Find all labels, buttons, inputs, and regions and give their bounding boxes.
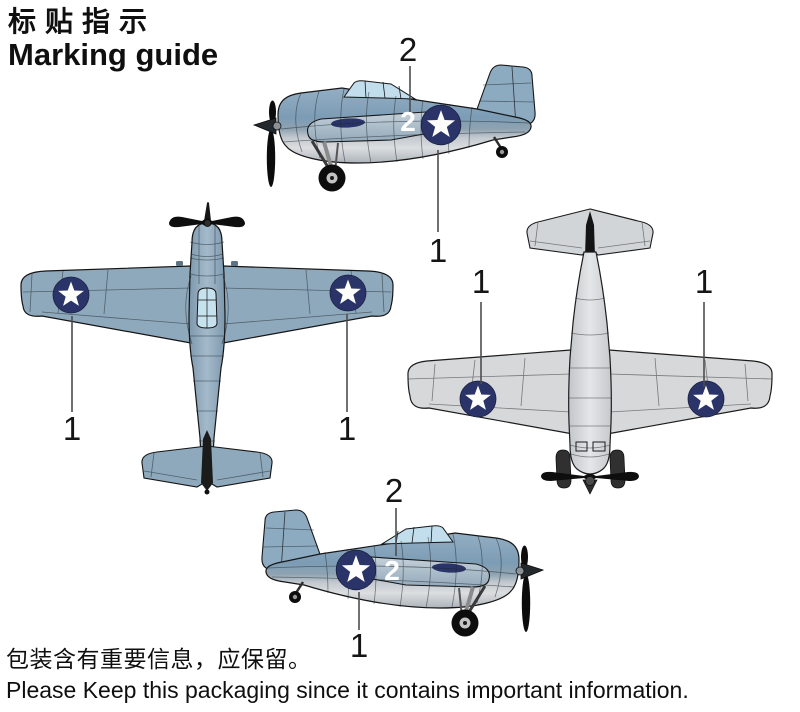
tail-fin — [201, 430, 213, 491]
propeller — [169, 202, 245, 228]
star-roundel-decal — [329, 274, 367, 312]
fuselage-number-decal: 2 — [384, 555, 400, 586]
side-profile-art-mirrored — [262, 510, 543, 637]
fuselage — [568, 251, 612, 475]
panel-lines — [569, 297, 611, 458]
view-side-port: 2 — [245, 55, 545, 205]
view-side-starboard: 2 — [252, 500, 552, 650]
canopy — [196, 287, 218, 329]
title-english: Marking guide — [8, 37, 219, 73]
propeller — [541, 471, 639, 495]
packaging-notice: 包装含有重要信息，应保留。 Please Keep this packaging… — [6, 645, 689, 704]
side-profile-art — [254, 65, 535, 192]
title-chinese: 标贴指示 — [8, 6, 157, 37]
star-roundel-decal — [459, 380, 497, 418]
view-top-plan — [20, 202, 394, 495]
belly-window — [592, 441, 606, 452]
wing-intake-bump — [231, 261, 238, 266]
fuselage-number-decal: 2 — [400, 106, 416, 137]
tail-fin — [585, 211, 595, 264]
marking-guide-header: 标贴指示 Marking guide — [8, 6, 218, 73]
star-roundel-decal — [52, 276, 90, 314]
notice-chinese: 包装含有重要信息，应保留。 — [6, 646, 312, 672]
wing-intake-bump — [176, 261, 183, 266]
belly-window — [575, 441, 588, 452]
panel-lines — [185, 226, 229, 442]
star-roundel-decal — [687, 380, 725, 418]
view-bottom-plan — [407, 208, 773, 495]
notice-english: Please Keep this packaging since it cont… — [6, 677, 689, 704]
tail-wheel — [204, 489, 210, 495]
